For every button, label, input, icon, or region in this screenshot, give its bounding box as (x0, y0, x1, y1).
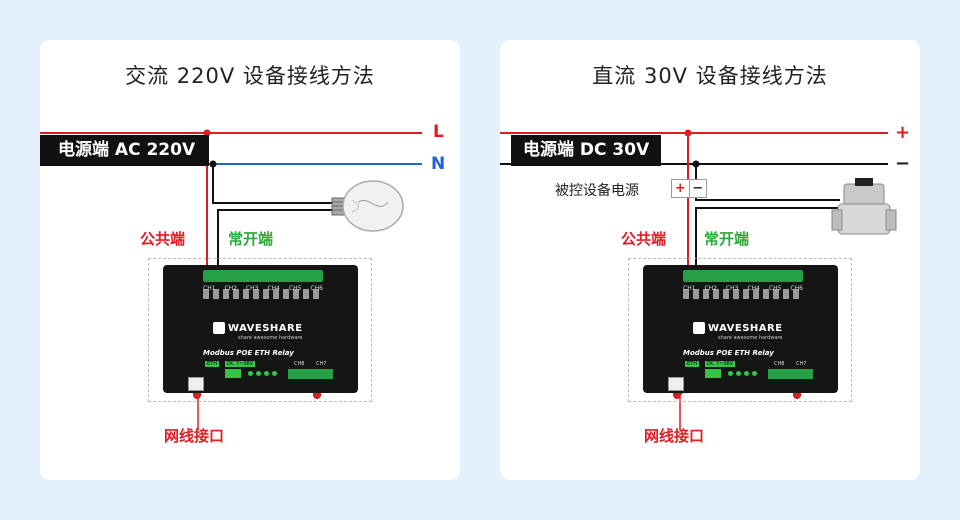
no-wire (695, 207, 845, 270)
module-brand: WAVESHARE (228, 323, 303, 334)
channel-label: CH4 (747, 285, 760, 292)
controlled-power-label: 被控设备电源 (555, 183, 639, 199)
channel-label: CH1 (683, 285, 696, 292)
normally-open-label: 常开端 (704, 230, 750, 248)
dc-terminal (225, 369, 241, 378)
relay-module: CH1 CH2 CH3 CH4 CH5 CH6 WAVESHARE share … (643, 265, 838, 399)
bulb-icon (331, 180, 404, 232)
ethernet-port-label: 网线接口 (644, 427, 705, 445)
panel-title: 交流 220V 设备接线方法 (125, 64, 375, 88)
controlled-power-terminal: + − (671, 179, 707, 198)
ethernet-port (188, 377, 204, 391)
ethernet-port (668, 377, 684, 391)
channel-label: CH6 (310, 285, 323, 292)
module-brand: WAVESHARE (708, 323, 783, 334)
relay-terminal-block (683, 270, 803, 282)
ethernet-port-label: 网线接口 (164, 427, 225, 445)
eth-port-tag: ETH (205, 361, 219, 367)
waveshare-logo-icon (213, 322, 225, 334)
channel-label: CH2 (224, 285, 238, 292)
channel-label: CH1 (203, 285, 216, 292)
ac-source-label: 电源端 AC 220V (40, 135, 210, 166)
negative-label: − (895, 153, 911, 174)
common-terminal-label: 公共端 (140, 230, 186, 248)
terminal-screws (203, 289, 323, 299)
module-name: Modbus POE ETH Relay (203, 349, 294, 357)
module-name: Modbus POE ETH Relay (683, 349, 774, 357)
module-outline (628, 258, 852, 402)
ch7-label: CH7 (316, 361, 327, 367)
psu-minus: − (692, 181, 704, 196)
positive-label: + (895, 122, 911, 143)
normally-open-label: 常开端 (228, 230, 274, 248)
lamp-neutral-wire (212, 164, 338, 204)
dc-input-tag: DC 7~36V (225, 361, 256, 367)
relay-terminal-block (203, 270, 323, 282)
ch8-label: CH8 (294, 361, 305, 367)
channel-label: CH4 (267, 285, 280, 292)
eth-port-tag: ETH (685, 361, 699, 367)
dc-wiring-panel: 直流 30V 设备接线方法 电源端 DC 30V + − 被控设备电源 + − … (500, 40, 920, 480)
channel-label: CH5 (288, 285, 302, 292)
status-leds (728, 371, 757, 376)
channel-label: CH3 (725, 285, 739, 292)
channel-label: CH5 (768, 285, 782, 292)
channel-label: CH6 (790, 285, 803, 292)
dc-wiring-diagram (500, 129, 897, 430)
valve-negative-wire (695, 164, 840, 201)
waveshare-logo-icon (693, 322, 705, 334)
ac-wiring-panel: 交流 220V 设备接线方法 电源端 AC 220V L N 公共端 常开端 网… (40, 40, 460, 480)
module-foot (793, 393, 801, 399)
module-foot (193, 393, 201, 399)
ch7-label: CH7 (796, 361, 807, 367)
module-slogan: share awesome hardware (238, 335, 303, 341)
common-terminal-label: 公共端 (621, 230, 667, 248)
module-foot (673, 393, 681, 399)
dc-input-tag: DC 7~36V (705, 361, 736, 367)
ac-wiring-diagram (40, 129, 422, 430)
solenoid-valve-icon (831, 178, 897, 235)
psu-plus: + (672, 180, 690, 197)
panel-title: 直流 30V 设备接线方法 (592, 64, 828, 88)
dc-terminal (705, 369, 721, 378)
channel-labels: CH1 CH2 CH3 CH4 CH5 CH6 (203, 285, 323, 292)
terminal-screws (683, 289, 803, 299)
module-foot (313, 393, 321, 399)
lower-terminal-block (768, 369, 813, 379)
module-slogan: share awesome hardware (718, 335, 783, 341)
channel-labels: CH1 CH2 CH3 CH4 CH5 CH6 (683, 285, 803, 292)
live-label: L (433, 122, 444, 142)
status-leds (248, 371, 277, 376)
module-outline (148, 258, 372, 402)
no-wire (217, 209, 338, 270)
lower-terminal-block (288, 369, 333, 379)
ch8-label: CH8 (774, 361, 785, 367)
channel-label: CH2 (704, 285, 718, 292)
relay-module: CH1 CH2 CH3 CH4 CH5 CH6 WAVESHARE share … (163, 265, 358, 399)
channel-label: CH3 (245, 285, 259, 292)
neutral-label: N (431, 154, 446, 174)
dc-source-label: 电源端 DC 30V (511, 135, 662, 166)
